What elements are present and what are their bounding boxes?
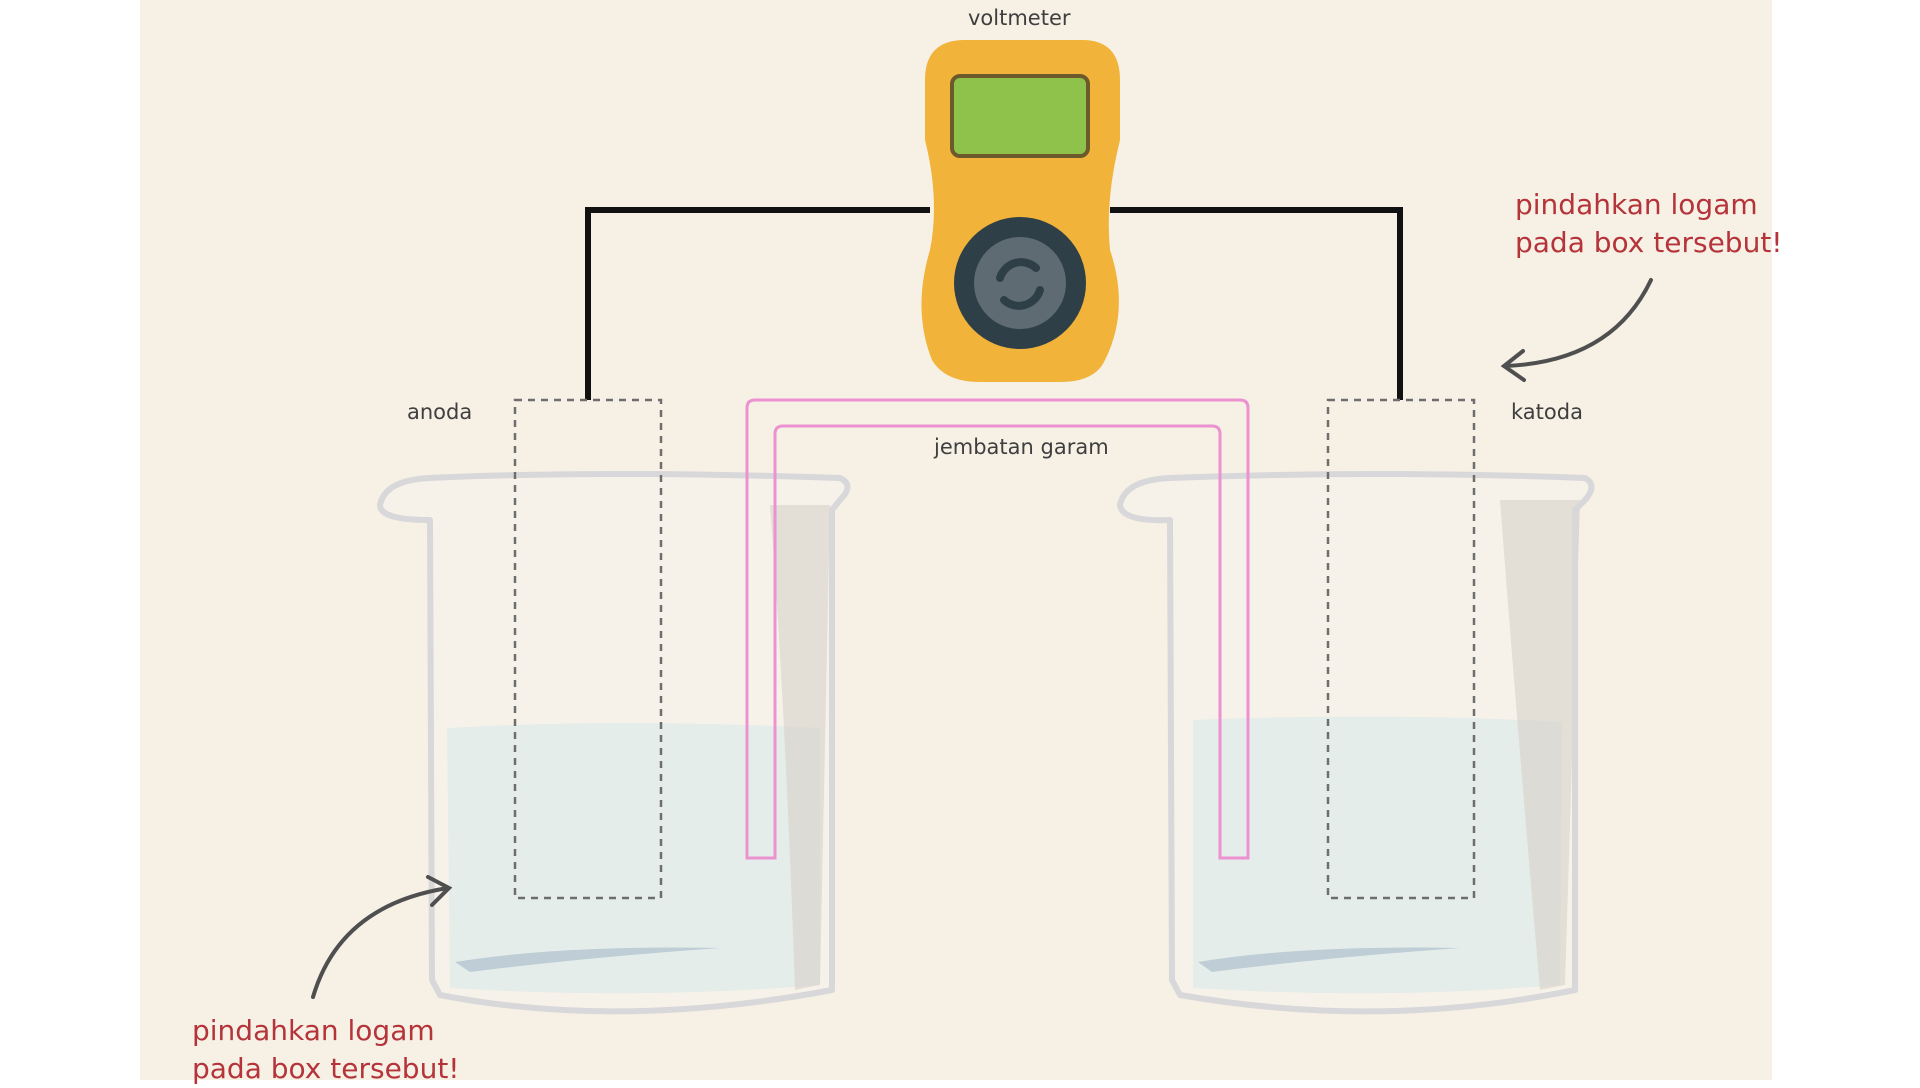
- hint-left-line2: pada box tersebut!: [192, 1052, 460, 1085]
- curved-arrow-icon: [311, 875, 453, 999]
- right-arrow-head: [1500, 349, 1526, 382]
- voltmeter-screen: [950, 74, 1090, 158]
- voltmeter-label: voltmeter: [968, 6, 1071, 30]
- right-solution: [1193, 716, 1562, 994]
- left-beaker-glass: [377, 471, 851, 1015]
- cathode-label: katoda: [1511, 400, 1583, 424]
- anode-drop-zone[interactable]: [513, 398, 663, 900]
- hint-right-line2: pada box tersebut!: [1515, 226, 1783, 259]
- left-beaker: [377, 471, 851, 1015]
- left-beaker-bottom: [455, 947, 720, 972]
- left-solution: [447, 723, 820, 994]
- left-arrow-head: [426, 875, 453, 907]
- right-beaker-shade: [1500, 500, 1580, 990]
- salt-bridge-label: jembatan garam: [934, 435, 1109, 459]
- refresh-icon[interactable]: [954, 217, 1086, 349]
- left-arrow-shaft: [311, 886, 450, 999]
- left-beaker-shade: [770, 505, 830, 990]
- hint-left-line1: pindahkan logam: [192, 1014, 435, 1047]
- salt-bridge-outer: [745, 398, 1250, 860]
- voltmeter: [921, 40, 1120, 382]
- cathode-drop-zone[interactable]: [1326, 398, 1476, 900]
- hint-left: pindahkan logam pada box tersebut!: [192, 1012, 460, 1088]
- hint-right: pindahkan logam pada box tersebut!: [1515, 186, 1783, 262]
- wire-left: [585, 207, 930, 400]
- curved-arrow-icon-right: [1500, 278, 1653, 382]
- wire-right: [1110, 207, 1403, 400]
- wires: [585, 207, 1403, 400]
- hint-right-line1: pindahkan logam: [1515, 188, 1758, 221]
- salt-bridge: [745, 398, 1250, 860]
- anode-label: anoda: [407, 400, 473, 424]
- right-beaker-bottom: [1198, 947, 1460, 972]
- right-arrow-shaft: [1503, 278, 1653, 368]
